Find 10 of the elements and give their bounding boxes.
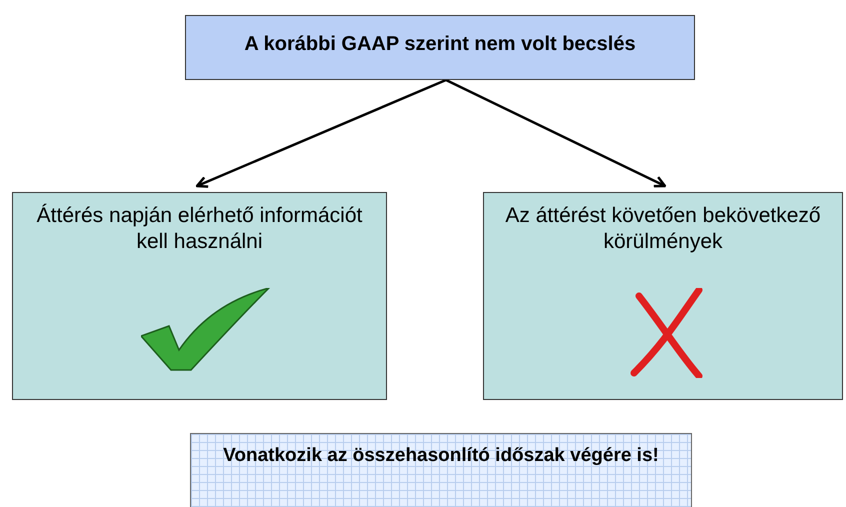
arrow bbox=[196, 78, 446, 188]
title-box bbox=[185, 15, 695, 80]
box-text: Vonatkozik az összehasonlító időszak végére is! bbox=[222, 444, 660, 468]
box-text: Áttérés napján elérhető információt kell használni bbox=[36, 203, 364, 256]
process-box bbox=[12, 192, 387, 400]
note-box bbox=[190, 433, 692, 507]
arrow bbox=[445, 78, 666, 188]
box-text: Az áttérést követően bekövetkező körülmények bbox=[504, 203, 822, 256]
process-box bbox=[483, 192, 843, 400]
heading: A korábbi GAAP szerint nem volt becslés bbox=[243, 32, 637, 57]
